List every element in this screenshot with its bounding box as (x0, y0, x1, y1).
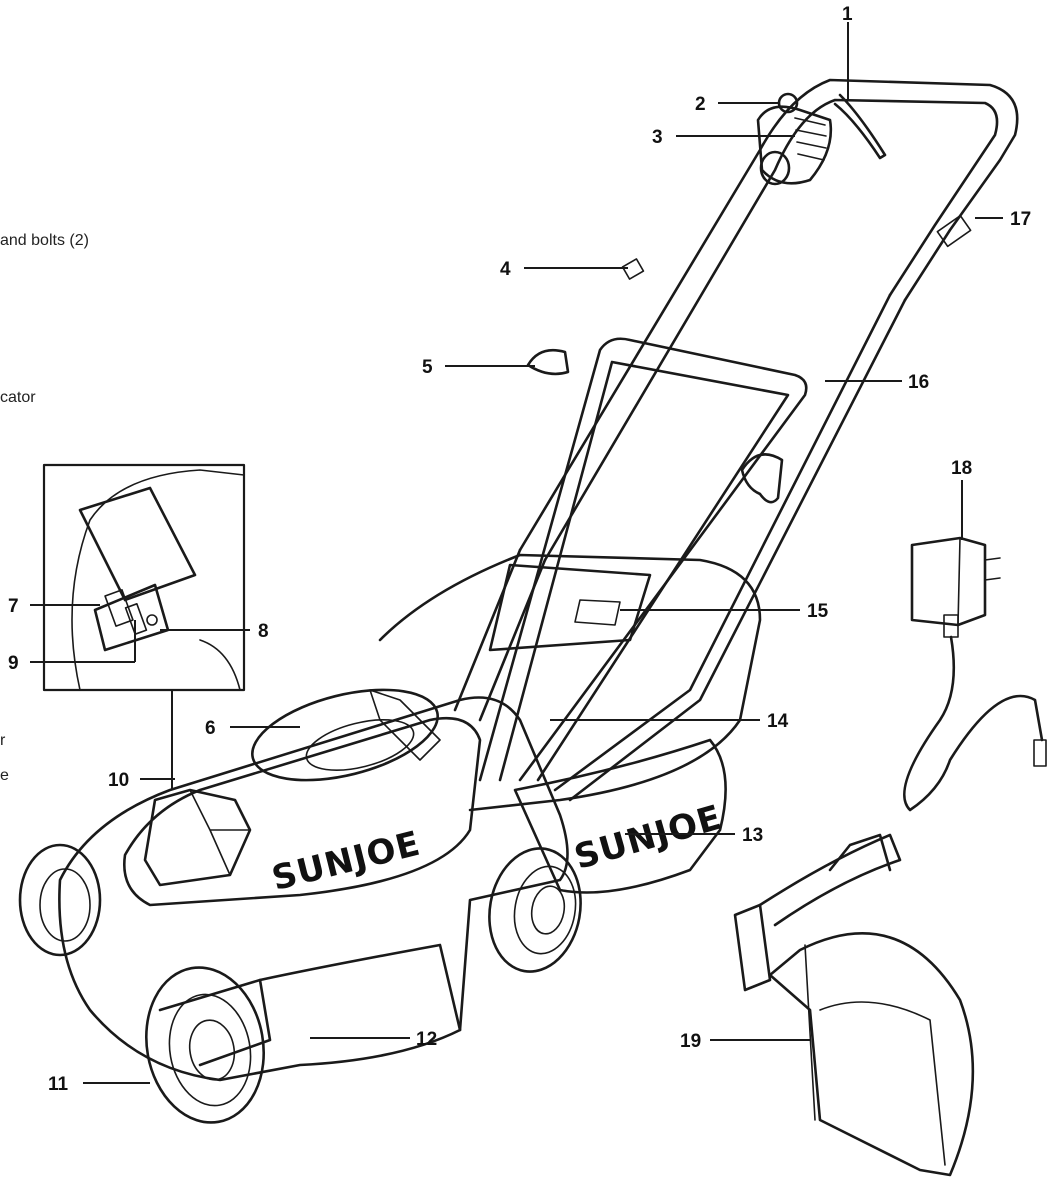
mower-body: SUNJOE SUNJOE (58, 553, 762, 1082)
callout-5: 5 (422, 357, 433, 378)
callout-9: 9 (8, 653, 19, 674)
handle-knob-left (526, 348, 570, 376)
rear-wheel (488, 847, 582, 973)
battery-door-6 (251, 688, 439, 782)
callout-3: 3 (652, 127, 663, 148)
callout-4: 4 (500, 259, 511, 280)
callout-6: 6 (205, 718, 216, 739)
grass-bag-19 (733, 833, 975, 1177)
callout-13: 13 (742, 825, 763, 846)
charger-18 (903, 536, 1047, 812)
handle-assembly (453, 78, 1019, 802)
front-left-wheel (18, 843, 102, 957)
callout-numbers: 1 2 3 4 5 6 7 8 9 10 11 12 13 14 15 16 1… (8, 4, 1031, 1095)
callout-2: 2 (695, 94, 706, 115)
side-text-line2: cator (0, 389, 36, 406)
callout-1: 1 (842, 4, 853, 25)
callout-19: 19 (680, 1031, 701, 1052)
front-wheel-11 (144, 966, 266, 1124)
callout-10: 10 (108, 770, 129, 791)
callout-14: 14 (767, 711, 789, 732)
side-text-line4: e (0, 767, 9, 784)
handle-joint-17-shape (936, 214, 972, 248)
bag-logo: SUNJOE (570, 798, 727, 878)
callout-15: 15 (807, 601, 829, 622)
callout-8: 8 (258, 621, 269, 642)
callout-16: 16 (908, 372, 929, 393)
side-text-line1: and bolts (2) (0, 232, 89, 249)
callout-12: 12 (416, 1029, 437, 1050)
leader-lines (30, 22, 1003, 1084)
callout-17: 17 (1010, 209, 1031, 230)
callout-7: 7 (8, 596, 19, 617)
grass-bag-13 (513, 738, 727, 894)
battery-pack-10 (143, 788, 252, 887)
callout-11: 11 (48, 1074, 69, 1095)
battery-compartment-inset (42, 463, 246, 790)
side-text-line3: r (0, 732, 6, 749)
handle-knob-right (740, 453, 784, 504)
callout-18: 18 (951, 458, 972, 479)
wheels (18, 843, 582, 1124)
